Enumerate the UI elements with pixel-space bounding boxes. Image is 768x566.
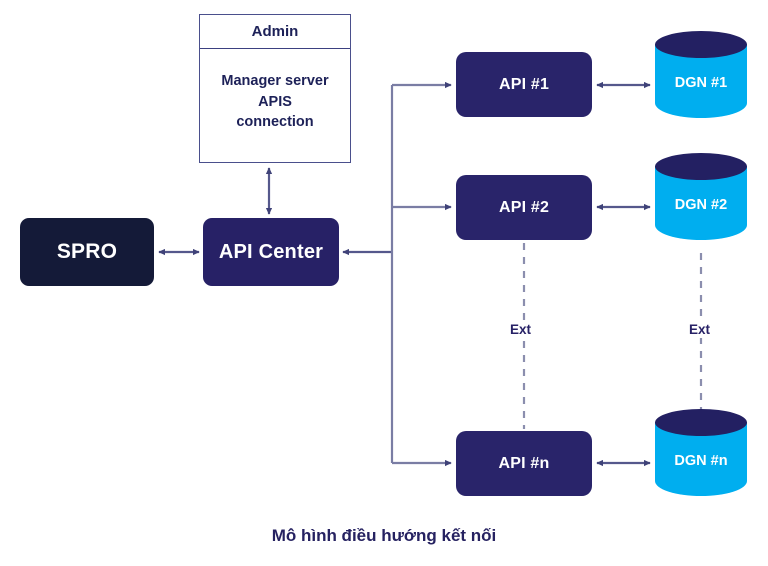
database-dgn-2-label: DGN #2 — [674, 197, 728, 213]
database-cylinder-top-icon — [655, 31, 747, 58]
node-api-center-label: API Center — [218, 240, 324, 263]
database-dgn-n-label: DGN #n — [674, 453, 728, 469]
database-dgn-2: DGN #2 — [655, 153, 747, 249]
node-spro-label: SPRO — [56, 240, 118, 263]
admin-panel-title: Admin — [200, 15, 350, 49]
admin-panel-body: Manager server APIS connection — [200, 49, 350, 163]
node-api-n-label: API #n — [498, 454, 550, 472]
node-spro: SPRO — [20, 218, 154, 286]
admin-panel-body-text: Manager server APIS connection — [221, 73, 329, 131]
admin-panel: Admin Manager server APIS connection — [199, 14, 351, 163]
node-api-1: API #1 — [456, 52, 592, 117]
database-dgn-1-label: DGN #1 — [674, 75, 728, 91]
node-api-1-label: API #1 — [498, 75, 550, 93]
ext-label-db-column: Ext — [685, 321, 715, 338]
node-api-n: API #n — [456, 431, 592, 496]
node-api-2: API #2 — [456, 175, 592, 240]
node-api-2-label: API #2 — [498, 198, 550, 216]
database-dgn-n: DGN #n — [655, 409, 747, 505]
database-cylinder-top-icon — [655, 153, 747, 180]
database-dgn-1: DGN #1 — [655, 31, 747, 127]
node-api-center: API Center — [203, 218, 339, 286]
ext-label-api-column: Ext — [506, 321, 536, 338]
diagram-caption: Mô hình điều hướng kết nối — [271, 526, 497, 545]
